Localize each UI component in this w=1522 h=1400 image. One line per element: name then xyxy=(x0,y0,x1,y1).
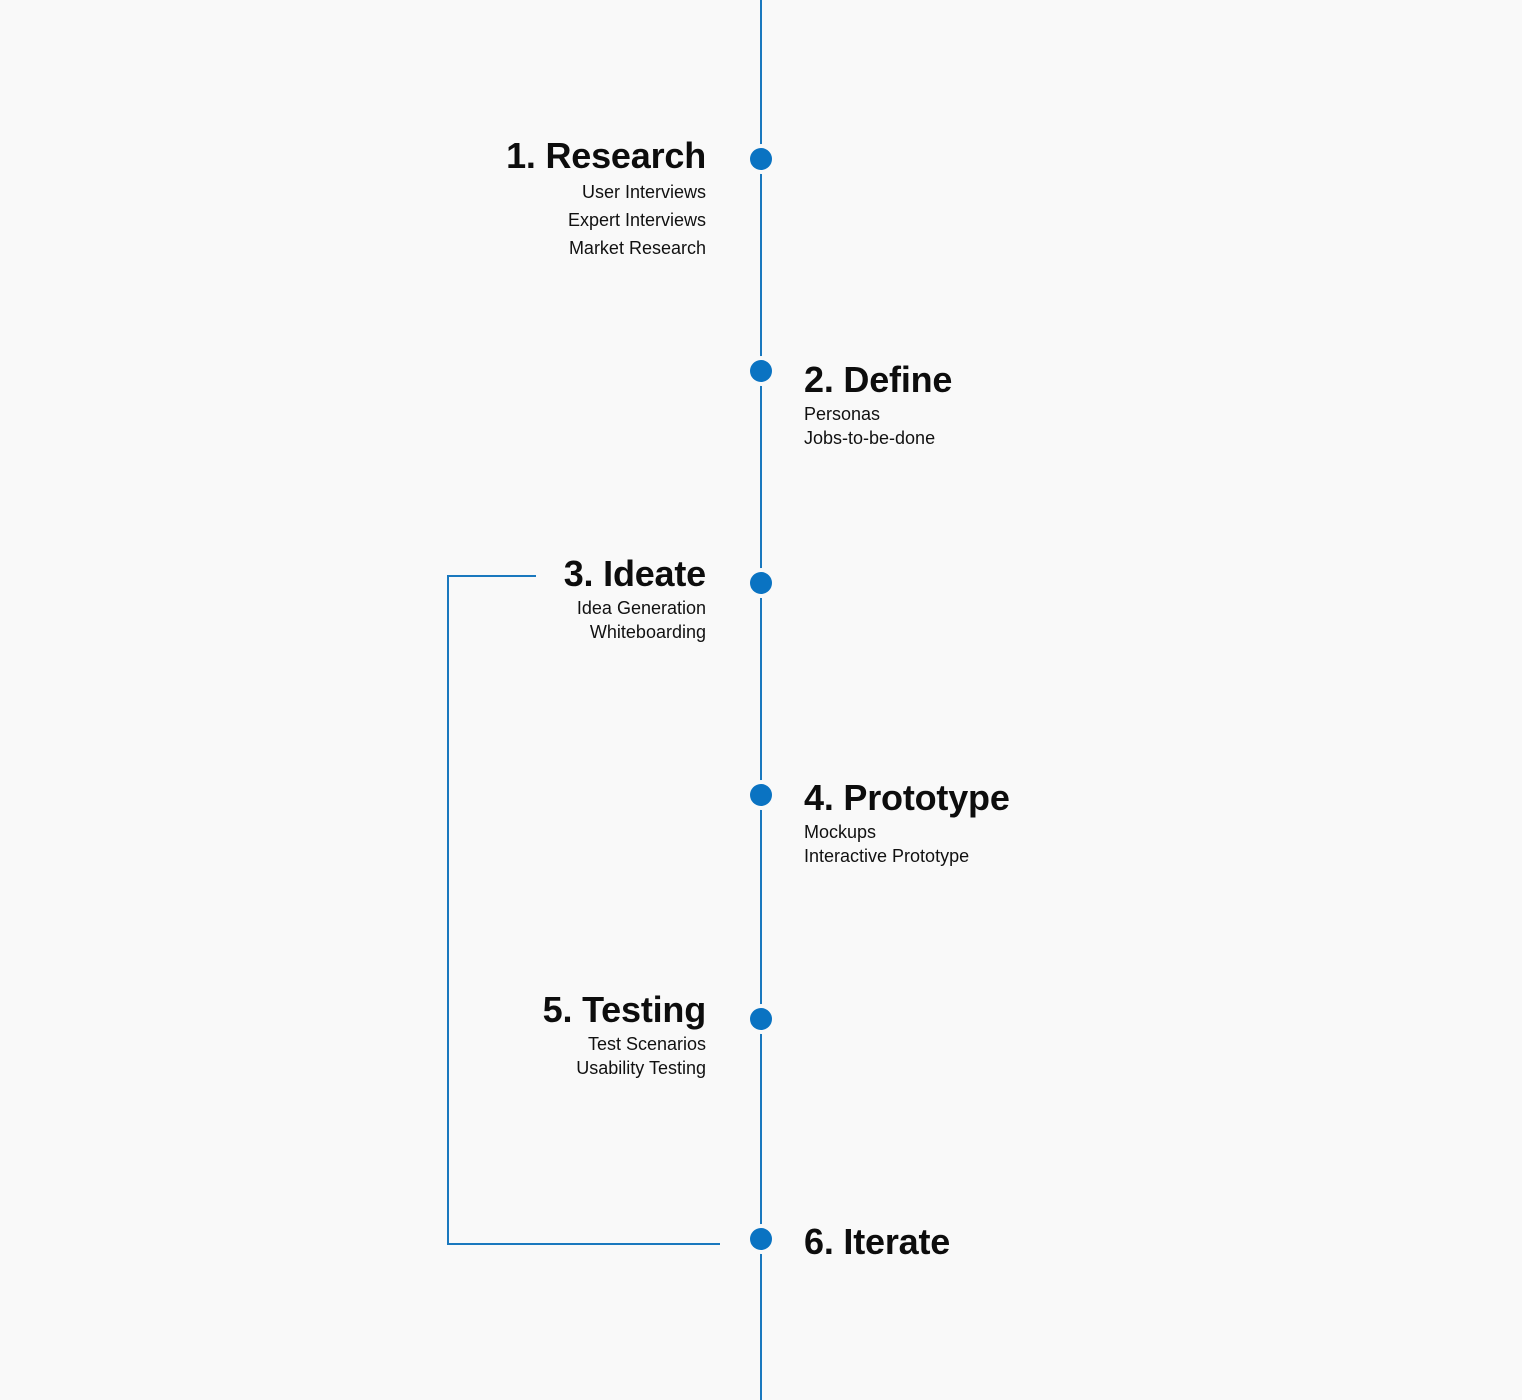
timeline-axis xyxy=(760,0,762,1400)
step-item: Jobs-to-be-done xyxy=(804,428,936,448)
step-item: Personas xyxy=(804,404,881,424)
step-item-list: User Interviews Expert Interviews Market… xyxy=(286,178,706,262)
step-research: 1. Research User Interviews Expert Inter… xyxy=(286,136,706,262)
step-ideate: 3. Ideate Idea Generation Whiteboarding xyxy=(286,554,706,644)
step-title: 5. Testing xyxy=(542,989,707,1030)
step-item: Usability Testing xyxy=(576,1058,706,1078)
step-item-list: Personas Jobs-to-be-done xyxy=(804,402,1224,450)
step-4-node xyxy=(750,784,772,806)
step-title: 1. Research xyxy=(506,135,706,176)
step-title: 3. Ideate xyxy=(563,553,706,594)
step-item: Test Scenarios xyxy=(587,1034,706,1054)
step-title: 6. Iterate xyxy=(804,1221,951,1262)
step-item: Interactive Prototype xyxy=(804,846,970,866)
step-2-node xyxy=(750,360,772,382)
step-iterate: 6. Iterate xyxy=(804,1222,1224,1262)
step-item: Whiteboarding xyxy=(589,622,706,642)
step-testing: 5. Testing Test Scenarios Usability Test… xyxy=(286,989,707,1080)
step-title: 2. Define xyxy=(804,359,953,400)
step-6-node xyxy=(750,1228,772,1250)
step-item: Mockups xyxy=(804,822,877,842)
step-item-list: Mockups Interactive Prototype xyxy=(804,820,1224,868)
step-item: User Interviews xyxy=(581,182,706,202)
step-item-list: Test Scenarios Usability Testing xyxy=(286,1032,706,1080)
step-define: 2. Define Personas Jobs-to-be-done xyxy=(804,360,1224,450)
step-1-node xyxy=(750,148,772,170)
step-item: Market Research xyxy=(568,238,706,258)
step-title: 4. Prototype xyxy=(804,777,1010,818)
step-prototype: 4. Prototype Mockups Interactive Prototy… xyxy=(804,778,1224,868)
iteration-loop-line xyxy=(447,575,720,1245)
step-item-list: Idea Generation Whiteboarding xyxy=(286,596,706,644)
step-3-node xyxy=(750,572,772,594)
step-item: Expert Interviews xyxy=(567,210,706,230)
step-item: Idea Generation xyxy=(576,598,706,618)
step-5-node xyxy=(750,1008,772,1030)
